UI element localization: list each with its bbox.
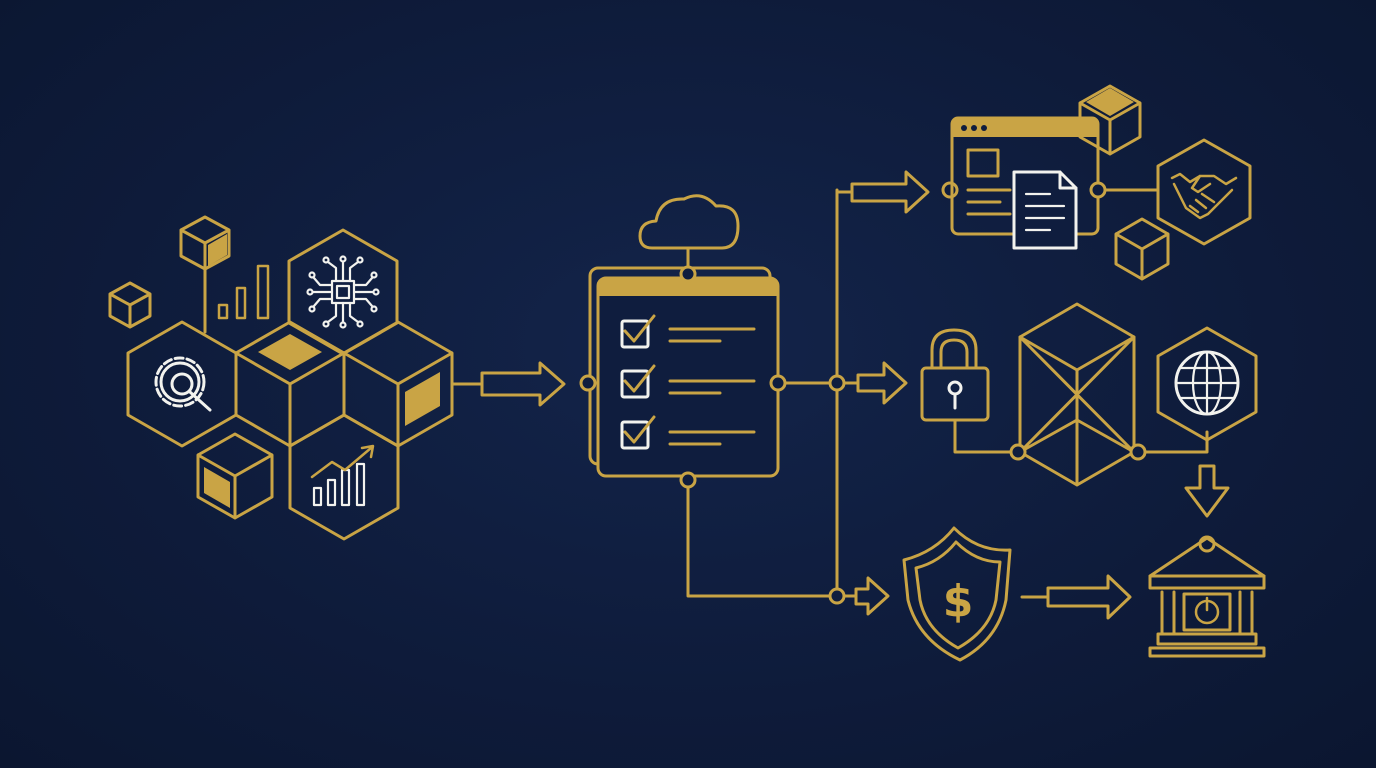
security-group (920, 302, 1258, 487)
arrow-icon (835, 170, 930, 214)
cube-icon (196, 432, 274, 520)
arrow-icon (1184, 464, 1230, 518)
cloud-checklist (579, 194, 787, 489)
bar-chart-icon (217, 264, 270, 320)
finance-group: $ (902, 526, 1266, 662)
arrow-icon (842, 576, 890, 616)
arrow-icon (450, 361, 566, 407)
cube-icon (342, 320, 454, 448)
chip-icon (306, 255, 380, 329)
arrow-icon (842, 361, 908, 405)
document-icon (1012, 170, 1078, 250)
shield-dollar-icon: $ (902, 526, 1012, 662)
cube-icon (108, 281, 152, 329)
cube-icon (1114, 217, 1170, 281)
cube-icon (1018, 302, 1136, 487)
trend-chart-icon (310, 444, 375, 507)
gear-search-icon (154, 356, 212, 412)
bank-power-icon (1148, 535, 1266, 658)
browser-window-icon (950, 116, 1100, 236)
cloud-icon (638, 194, 740, 276)
padlock-icon (920, 328, 990, 422)
handshake-icon (1170, 172, 1238, 220)
shield-dollar-symbol: $ (943, 576, 974, 627)
checklist-icon (596, 276, 780, 478)
cube-icon (234, 320, 346, 448)
cube-icon (1078, 84, 1142, 156)
contract-group (941, 84, 1252, 281)
cube-icon (179, 215, 231, 334)
arrow-icon (1020, 574, 1132, 620)
hex-cluster (108, 215, 454, 541)
globe-icon (1174, 350, 1240, 416)
